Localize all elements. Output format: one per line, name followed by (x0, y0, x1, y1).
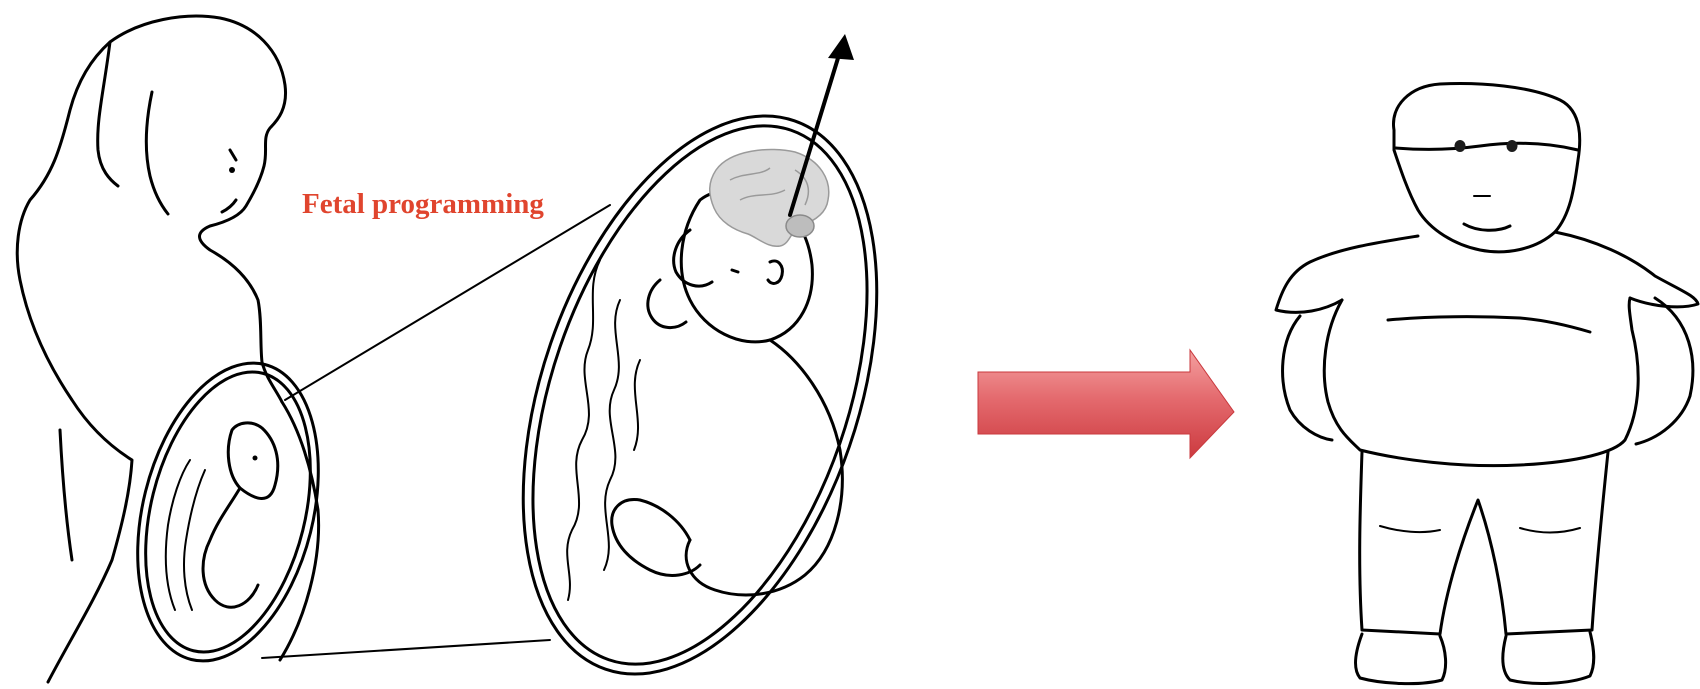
brain-icon (710, 149, 829, 246)
zoom-line-top (285, 205, 610, 400)
fetus-icon (166, 423, 278, 610)
fetal-programming-label: Fetal programming (302, 188, 544, 221)
fetus-icon (567, 190, 842, 600)
child-icon (1276, 84, 1698, 684)
right-arrow-icon (978, 350, 1234, 458)
zoom-line-bottom (262, 640, 550, 658)
small-womb-icon (109, 344, 347, 680)
large-womb-icon (456, 34, 944, 689)
